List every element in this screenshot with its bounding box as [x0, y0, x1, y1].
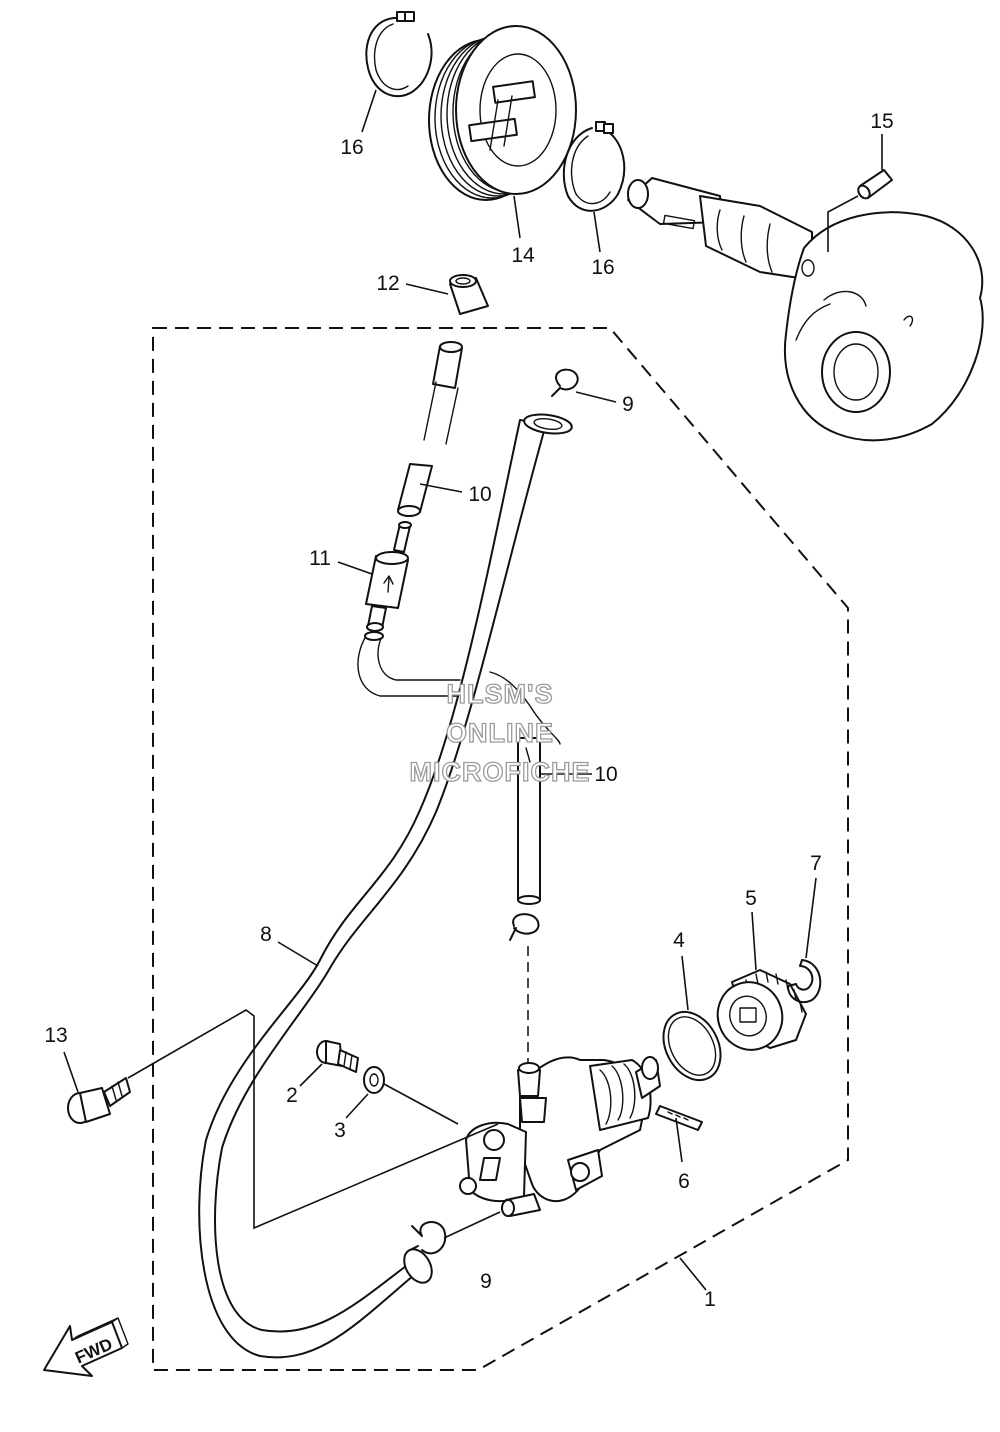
callout-3: 3 [334, 1119, 346, 1142]
leader-11 [337, 561, 373, 575]
leader-7 [805, 877, 817, 959]
watermark-line-2: ONLINE [446, 718, 554, 748]
leader-13 [63, 1051, 79, 1093]
watermark-line-1: HLSM'S [447, 679, 554, 709]
callout-12: 12 [376, 272, 399, 295]
leader-6 [675, 1117, 683, 1163]
leader-16-right [593, 211, 601, 253]
hose-10-lower[interactable] [517, 737, 541, 905]
callout-7: 7 [810, 852, 822, 875]
washer-3[interactable] [363, 1066, 385, 1094]
filter-11[interactable] [365, 521, 412, 632]
callout-15: 15 [870, 110, 893, 133]
leader-12 [405, 283, 449, 295]
o-ring-4[interactable] [652, 1002, 732, 1090]
callout-16-right: 16 [591, 256, 614, 279]
leader-3-label [345, 1093, 369, 1119]
leader-4 [681, 955, 689, 1011]
callout-9-upper: 9 [622, 393, 634, 416]
callout-13: 13 [44, 1024, 67, 1047]
leader-16-left [361, 89, 377, 133]
callout-8: 8 [260, 923, 272, 946]
leader-13-bracket [127, 1009, 499, 1230]
leader-8 [277, 941, 319, 967]
pin-6[interactable] [655, 1105, 703, 1131]
callout-2: 2 [286, 1084, 298, 1107]
callout-5: 5 [745, 887, 757, 910]
leader-9-lower [443, 1211, 501, 1239]
leader-5 [751, 911, 757, 971]
circlip-16-right[interactable] [562, 121, 626, 212]
bolt-13[interactable] [67, 1077, 131, 1124]
pulley-14[interactable] [428, 25, 577, 201]
leader-10-upper [419, 483, 463, 493]
fwd-direction-arrow: FWD [43, 1317, 129, 1377]
circlip-16-left[interactable] [365, 11, 433, 97]
leader-9-upper [575, 391, 617, 403]
clip-9-middle[interactable] [509, 913, 540, 941]
hose-8[interactable] [198, 412, 573, 1359]
callout-16-left: 16 [340, 136, 363, 159]
watermark-line-3: MICROFICHE [410, 757, 591, 787]
assembly-boundary [152, 327, 849, 1371]
callout-4: 4 [673, 929, 685, 952]
clip-9-lower[interactable] [409, 1221, 447, 1255]
gear-5[interactable] [708, 969, 807, 1059]
callout-6: 6 [678, 1170, 690, 1193]
bolt-2[interactable] [316, 1040, 359, 1073]
crankshaft[interactable] [627, 177, 984, 442]
leader-3 [383, 1083, 459, 1125]
oil-pump-body[interactable] [459, 1056, 661, 1217]
pin-15[interactable] [827, 169, 893, 252]
leader-14 [513, 195, 521, 239]
hose-filter-outlet[interactable] [357, 631, 461, 697]
callout-11: 11 [309, 547, 331, 570]
leader-1 [679, 1257, 707, 1291]
callout-9-lower: 9 [480, 1270, 492, 1293]
callout-14: 14 [511, 244, 535, 267]
callout-10-upper: 10 [468, 483, 491, 506]
clip-9-upper[interactable] [551, 368, 579, 397]
e-clip-7[interactable] [787, 959, 822, 1004]
leader-2 [299, 1063, 323, 1087]
callout-10-lower: 10 [594, 763, 617, 786]
callout-1: 1 [704, 1288, 716, 1311]
collar-12[interactable] [449, 274, 489, 315]
watermark: HLSM'S ONLINE MICROFICHE [409, 678, 591, 787]
hose-10-upper[interactable] [397, 341, 463, 517]
